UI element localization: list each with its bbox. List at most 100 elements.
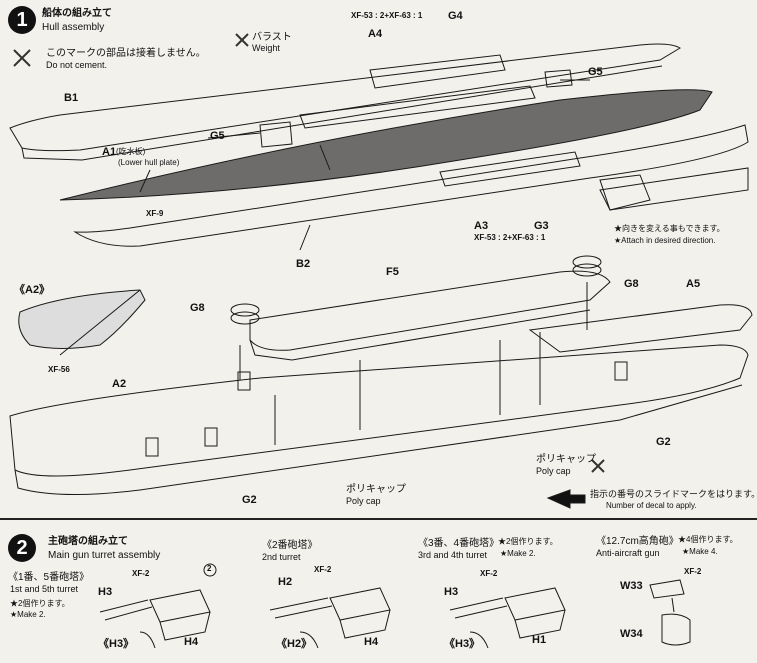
part-label-g8-left: G8 <box>190 302 205 314</box>
turret-1-title-jp: 《1番、5番砲塔》 <box>8 572 90 583</box>
turret-2-title-en: 2nd turret <box>262 552 301 562</box>
section-divider <box>0 518 757 520</box>
aa-gun-make-en: ★Make 4. <box>682 547 718 556</box>
part-label-a3: A3 <box>474 220 489 232</box>
part-label-f5: F5 <box>386 266 399 278</box>
no-cement-note-en: Do not cement. <box>46 60 108 70</box>
xf9-label: XF-9 <box>146 209 164 218</box>
part-label-h3-callout-3: 《H3》 <box>444 638 481 650</box>
step-2-number: 2 <box>16 537 28 559</box>
part-label-g5-right: G5 <box>588 66 603 78</box>
step-1-number: 1 <box>16 9 28 31</box>
part-a4 <box>369 54 506 89</box>
polycap-g8-left <box>230 303 260 317</box>
turret-g2-3 <box>614 361 628 381</box>
turret-3-title-en: 3rd and 4th turret <box>418 550 488 560</box>
part-label-a4: A4 <box>368 28 383 40</box>
turret-1-title-en: 1st and 5th turret <box>10 584 79 594</box>
deck-f5 <box>249 270 611 351</box>
part-label-w34: W34 <box>620 628 643 640</box>
polycap-label-left-jp: ポリキャップ <box>346 484 406 495</box>
part-label-h2-callout-2: 《H2》 <box>276 638 313 650</box>
a2-callout-title: 《A2》 <box>14 284 51 296</box>
part-label-g2-right: G2 <box>656 436 671 448</box>
part-label-g5-left: G5 <box>210 130 225 142</box>
part-label-g4: G4 <box>448 10 463 22</box>
part-label-h3-callout-1: 《H3》 <box>98 638 135 650</box>
part-label-h4-1: H4 <box>184 636 199 648</box>
direction-note-en: ★Attach in desired direction. <box>614 236 716 245</box>
step-2-title-en: Main gun turret assembly <box>48 550 161 561</box>
no-cement-note-jp: このマークの部品は接着しません。 <box>46 48 206 59</box>
part-label-h1: H1 <box>532 634 547 646</box>
turret-1-make-jp: ★2個作ります。 <box>10 599 70 608</box>
part-label-h2-2: H2 <box>278 576 293 588</box>
turret-2-title-jp: 《2番砲塔》 <box>262 540 318 551</box>
part-label-h4-2: H4 <box>364 636 379 648</box>
step-1-title-jp: 船体の組み立て <box>42 8 112 19</box>
decal-note-en: Number of decal to apply. <box>606 501 697 510</box>
part-label-h3-3: H3 <box>444 586 459 598</box>
color-note-g3: XF-53 : 2+XF-63 : 1 <box>474 233 546 242</box>
turret-3-title-jp: 《3番、4番砲塔》 <box>418 538 500 549</box>
a1-subtitle-jp: (吃水板) <box>116 147 146 156</box>
aa-gun-drawing <box>649 579 691 646</box>
hull-b1-drawing <box>9 43 681 152</box>
part-label-g3: G3 <box>534 220 549 232</box>
hull-b2-drawing <box>73 124 749 247</box>
part-a5 <box>528 304 753 353</box>
xf2-label-1: XF-2 <box>132 569 150 578</box>
aa-gun-title-en: Anti-aircraft gun <box>596 548 660 558</box>
full-hull-drawing <box>9 344 749 477</box>
part-label-g8-right: G8 <box>624 278 639 290</box>
polycap-label-left-en: Poly cap <box>346 496 381 506</box>
turret-1-make-en: ★Make 2. <box>10 610 46 619</box>
step-2-badge: 2 <box>8 534 36 562</box>
no-cement-icon <box>591 459 605 473</box>
xf2-label-4: XF-2 <box>684 567 702 576</box>
xf2-label-3: XF-2 <box>480 569 498 578</box>
polycap-label-right-en: Poly cap <box>536 466 571 476</box>
direction-note-jp: ★向きを変える事もできます。 <box>614 224 725 233</box>
turret-3-drawing <box>449 587 566 639</box>
turret-g2-2 <box>204 427 218 447</box>
step-1-title-en: Hull assembly <box>42 22 105 33</box>
weight-icon <box>235 33 249 47</box>
polycap-g8-right <box>572 255 602 269</box>
decal-arrow-icon <box>546 489 586 509</box>
aa-gun-title-jp: 《12.7cm高角砲》 <box>596 536 679 547</box>
turret-3-make-jp: ★2個作ります。 <box>498 537 558 546</box>
a1-subtitle-en: (Lower hull plate) <box>118 158 180 167</box>
part-label-a1: A1 <box>102 146 117 158</box>
turret-1-drawing <box>99 563 217 641</box>
no-cement-icon <box>13 49 31 67</box>
lower-hull-plate-a1 <box>59 89 713 201</box>
xf2-label-2: XF-2 <box>314 565 332 574</box>
part-label-w33: W33 <box>620 580 643 592</box>
weight-label-en: Weight <box>252 43 280 53</box>
step-2-title-jp: 主砲塔の組み立て <box>48 536 128 547</box>
turret-2-drawing <box>269 587 391 639</box>
weight-label-jp: バラスト <box>252 32 292 43</box>
part-label-b2: B2 <box>296 258 311 270</box>
color-note-g4: XF-53 : 2+XF-63 : 1 <box>351 11 423 20</box>
part-label-a2: A2 <box>112 378 127 390</box>
step-1-badge: 1 <box>8 6 36 34</box>
a2-detail-drawing <box>18 289 146 349</box>
decal-2-label: 2 <box>207 564 212 573</box>
part-label-h3-1: H3 <box>98 586 113 598</box>
part-label-a5: A5 <box>686 278 701 290</box>
turret-g2-1 <box>145 437 159 457</box>
part-a3 <box>439 151 581 187</box>
beam-g5-lower <box>259 121 293 148</box>
turret-3-make-en: ★Make 2. <box>500 549 536 558</box>
aa-gun-make-jp: ★4個作ります。 <box>678 535 738 544</box>
decal-note-jp: 指示の番号のスライドマークをはります。 <box>590 489 757 499</box>
part-label-b1: B1 <box>64 92 79 104</box>
beam-g5-upper <box>299 85 536 129</box>
polycap-label-right-jp: ポリキャップ <box>536 454 596 465</box>
xf56-label: XF-56 <box>48 365 70 374</box>
part-label-g2-left: G2 <box>242 494 257 506</box>
